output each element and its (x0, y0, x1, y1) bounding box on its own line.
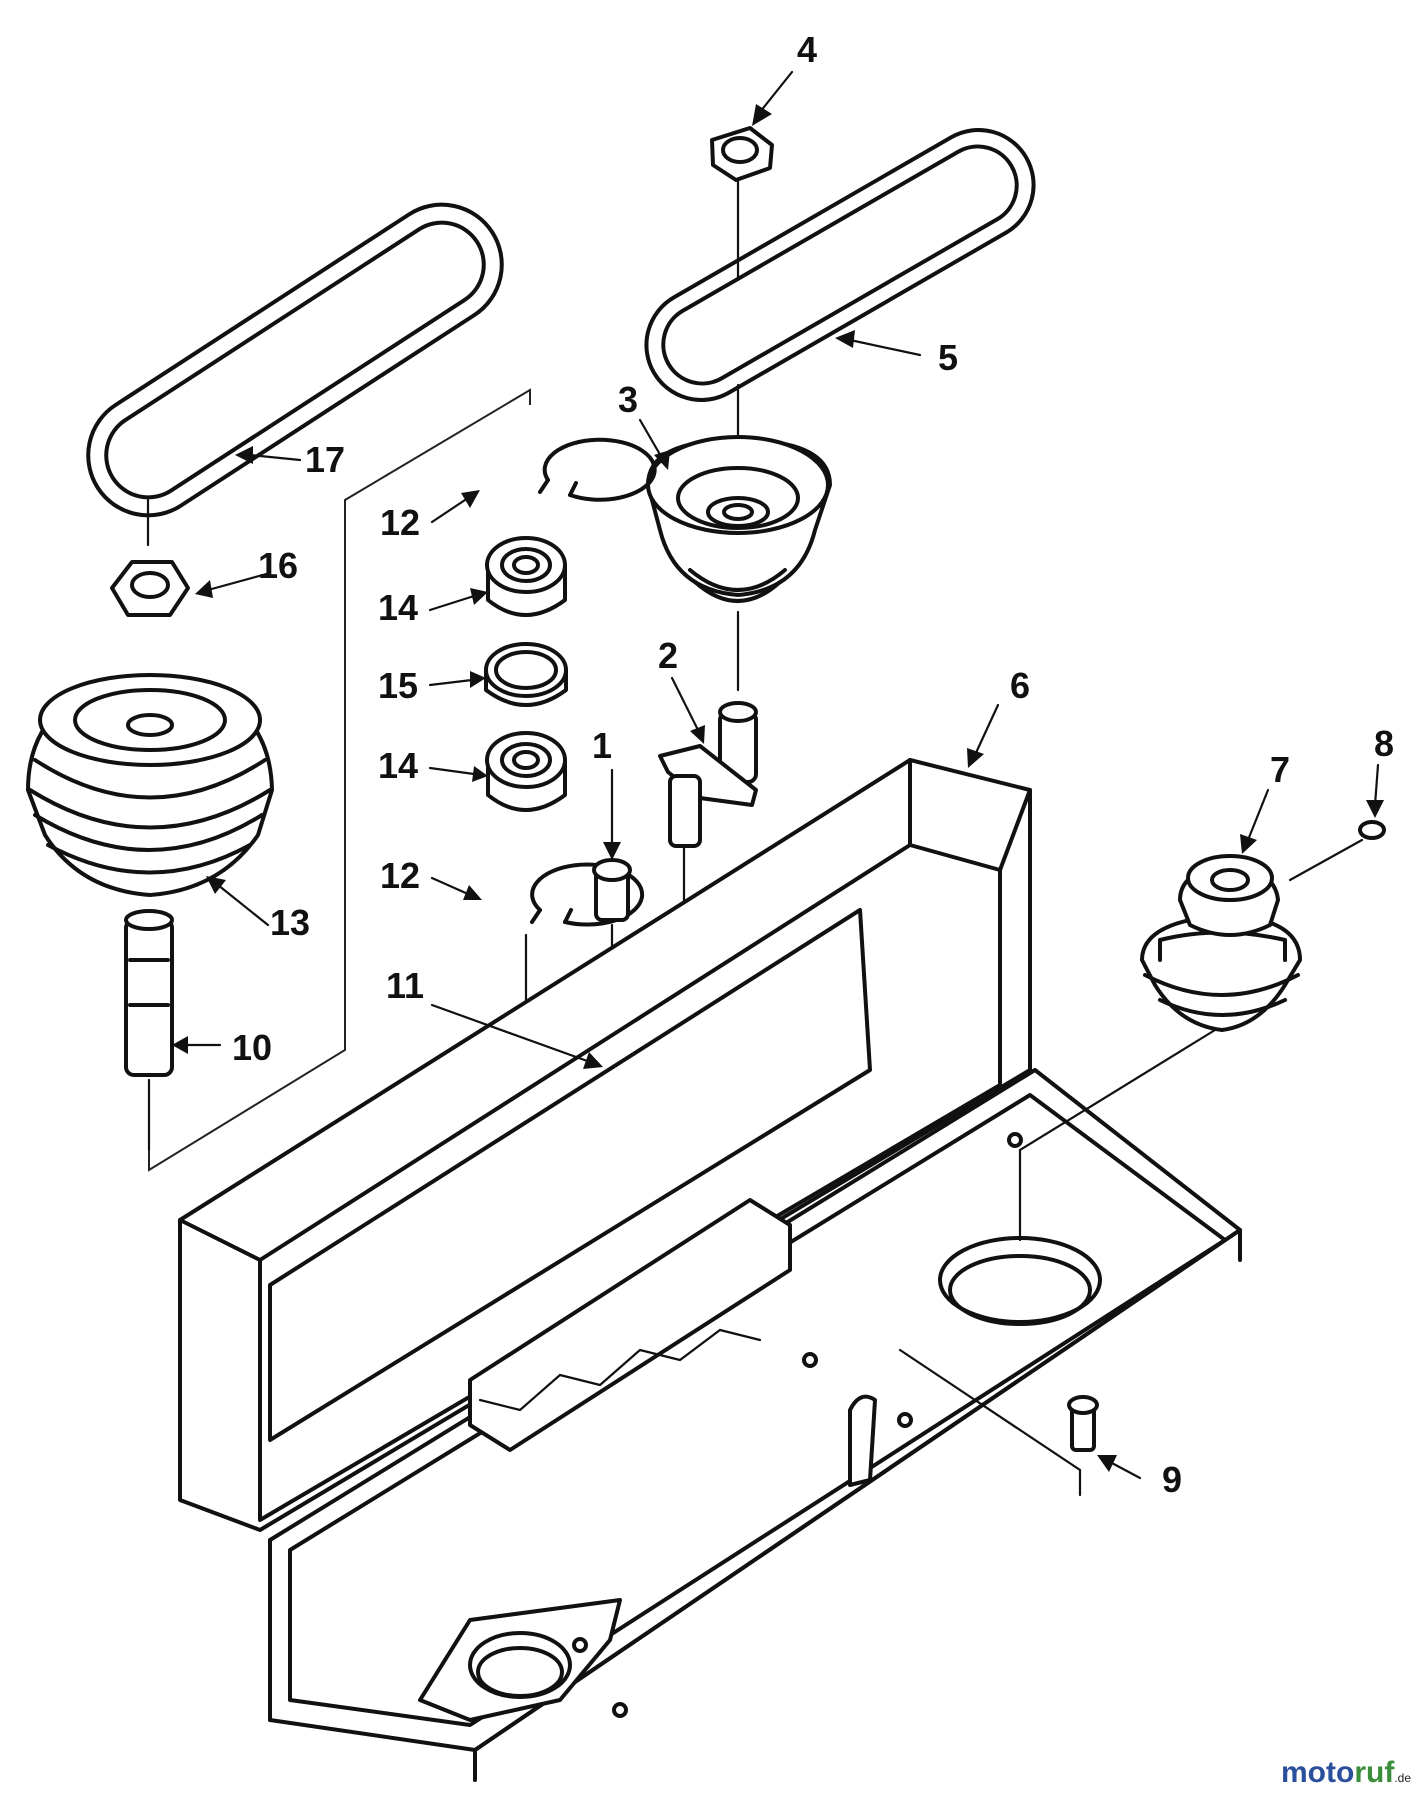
ring-12-top (538, 437, 657, 502)
callout-label: 11 (386, 965, 424, 1006)
watermark-logo: motoruf.de (1280, 1756, 1411, 1789)
callout-label: 10 (232, 1027, 272, 1068)
callout-label: 14 (378, 587, 418, 628)
callout-label: 13 (270, 902, 310, 943)
callout-label: 3 (618, 379, 638, 420)
callout-label: 12 (380, 502, 420, 543)
pulley-7 (1140, 854, 1302, 1032)
screw-9 (898, 1348, 1099, 1497)
shaft-10 (124, 909, 174, 1152)
callout-labels: 1 2 3 4 5 6 7 8 9 10 11 12 12 13 14 14 1… (232, 29, 1394, 1500)
washer-8 (1288, 820, 1386, 882)
callout-label: 9 (1162, 1459, 1182, 1500)
leader-lines (172, 70, 1384, 1480)
callout-label: 2 (658, 635, 678, 676)
callout-label: 4 (797, 29, 817, 70)
screw-1 (592, 858, 632, 1002)
callout-label: 17 (305, 439, 345, 480)
nut-4 (710, 126, 774, 282)
bearing-14-top (485, 536, 567, 617)
callout-label: 8 (1374, 723, 1394, 764)
pulley-13 (26, 673, 274, 897)
callout-label: 15 (378, 665, 418, 706)
callout-label: 16 (258, 545, 298, 586)
bearing-14-bottom (485, 731, 567, 812)
belt-17 (86, 202, 504, 518)
callout-label: 5 (938, 337, 958, 378)
spacer-15 (484, 642, 568, 707)
callout-label: 7 (1270, 749, 1290, 790)
housing-6 (178, 758, 1242, 1782)
pulley-3 (646, 383, 832, 692)
callout-label: 1 (592, 725, 612, 766)
nut-16 (110, 498, 190, 617)
callout-label: 12 (380, 855, 420, 896)
callout-label: 14 (378, 745, 418, 786)
callout-label: 6 (1010, 665, 1030, 706)
belt-5 (644, 128, 1036, 402)
